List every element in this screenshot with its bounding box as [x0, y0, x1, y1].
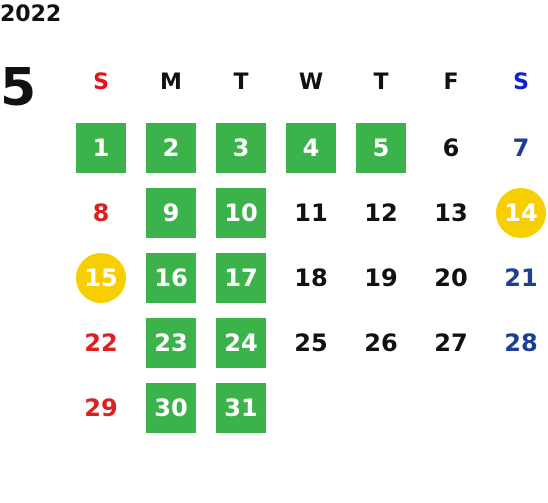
calendar-month: 5 [0, 58, 37, 118]
day-cell[interactable]: 17 [206, 245, 276, 310]
empty-day-cell [416, 375, 486, 440]
day-cell[interactable]: 11 [276, 180, 346, 245]
day-number: 15 [76, 252, 126, 303]
day-cell[interactable]: 25 [276, 310, 346, 375]
day-cell[interactable]: 9 [136, 180, 206, 245]
empty-day-cell [486, 375, 548, 440]
day-number: 12 [364, 198, 398, 227]
day-number: 26 [364, 328, 398, 357]
weekday-header-mon: M [160, 70, 182, 95]
day-cell[interactable]: 16 [136, 245, 206, 310]
day-cell[interactable]: 4 [276, 115, 346, 180]
day-number: 16 [146, 252, 196, 303]
day-number: 25 [294, 328, 328, 357]
day-number: 5 [356, 122, 406, 173]
day-number: 8 [92, 198, 110, 227]
day-number: 30 [146, 382, 196, 433]
day-cell[interactable]: 10 [206, 180, 276, 245]
day-cell[interactable]: 14 [486, 180, 548, 245]
day-number: 13 [434, 198, 468, 227]
calendar-year: 2022 [0, 2, 62, 27]
day-cell[interactable]: 21 [486, 245, 548, 310]
day-cell[interactable]: 2 [136, 115, 206, 180]
day-number: 4 [286, 122, 336, 173]
day-cell[interactable]: 12 [346, 180, 416, 245]
weekday-header-fri: F [443, 70, 459, 95]
day-cell[interactable]: 1 [66, 115, 136, 180]
day-cell[interactable]: 8 [66, 180, 136, 245]
day-number: 11 [294, 198, 328, 227]
day-cell[interactable]: 30 [136, 375, 206, 440]
empty-day-cell [346, 375, 416, 440]
day-number: 18 [294, 263, 328, 292]
day-number: 9 [146, 187, 196, 238]
day-cell[interactable]: 23 [136, 310, 206, 375]
day-number: 17 [216, 252, 266, 303]
day-number: 19 [364, 263, 398, 292]
day-cell[interactable]: 20 [416, 245, 486, 310]
weekday-header-sat: S [513, 70, 529, 95]
day-cell[interactable]: 18 [276, 245, 346, 310]
day-number: 14 [496, 187, 546, 238]
day-number: 2 [146, 122, 196, 173]
day-cell[interactable]: 24 [206, 310, 276, 375]
weekday-header-thu: T [373, 70, 389, 95]
day-cell[interactable]: 5 [346, 115, 416, 180]
day-number: 21 [504, 263, 538, 292]
weekday-header-wed: W [298, 70, 324, 95]
day-cell[interactable]: 7 [486, 115, 548, 180]
empty-day-cell [276, 375, 346, 440]
day-number: 3 [216, 122, 266, 173]
day-cell[interactable]: 31 [206, 375, 276, 440]
day-number: 20 [434, 263, 468, 292]
weekday-header-tue: T [233, 70, 249, 95]
day-cell[interactable]: 29 [66, 375, 136, 440]
day-cell[interactable]: 27 [416, 310, 486, 375]
day-number: 28 [504, 328, 538, 357]
day-number: 7 [512, 133, 530, 162]
day-cell[interactable]: 6 [416, 115, 486, 180]
day-number: 6 [442, 133, 460, 162]
day-cell[interactable]: 26 [346, 310, 416, 375]
day-cell[interactable]: 19 [346, 245, 416, 310]
day-cell[interactable]: 15 [66, 245, 136, 310]
day-number: 31 [216, 382, 266, 433]
day-number: 24 [216, 317, 266, 368]
day-cell[interactable]: 28 [486, 310, 548, 375]
day-number: 1 [76, 122, 126, 173]
day-number: 23 [146, 317, 196, 368]
day-number: 27 [434, 328, 468, 357]
day-cell[interactable]: 3 [206, 115, 276, 180]
weekday-header-sun: S [93, 70, 109, 95]
day-number: 10 [216, 187, 266, 238]
day-number: 29 [84, 393, 118, 422]
day-cell[interactable]: 13 [416, 180, 486, 245]
day-cell[interactable]: 22 [66, 310, 136, 375]
day-number: 22 [84, 328, 118, 357]
